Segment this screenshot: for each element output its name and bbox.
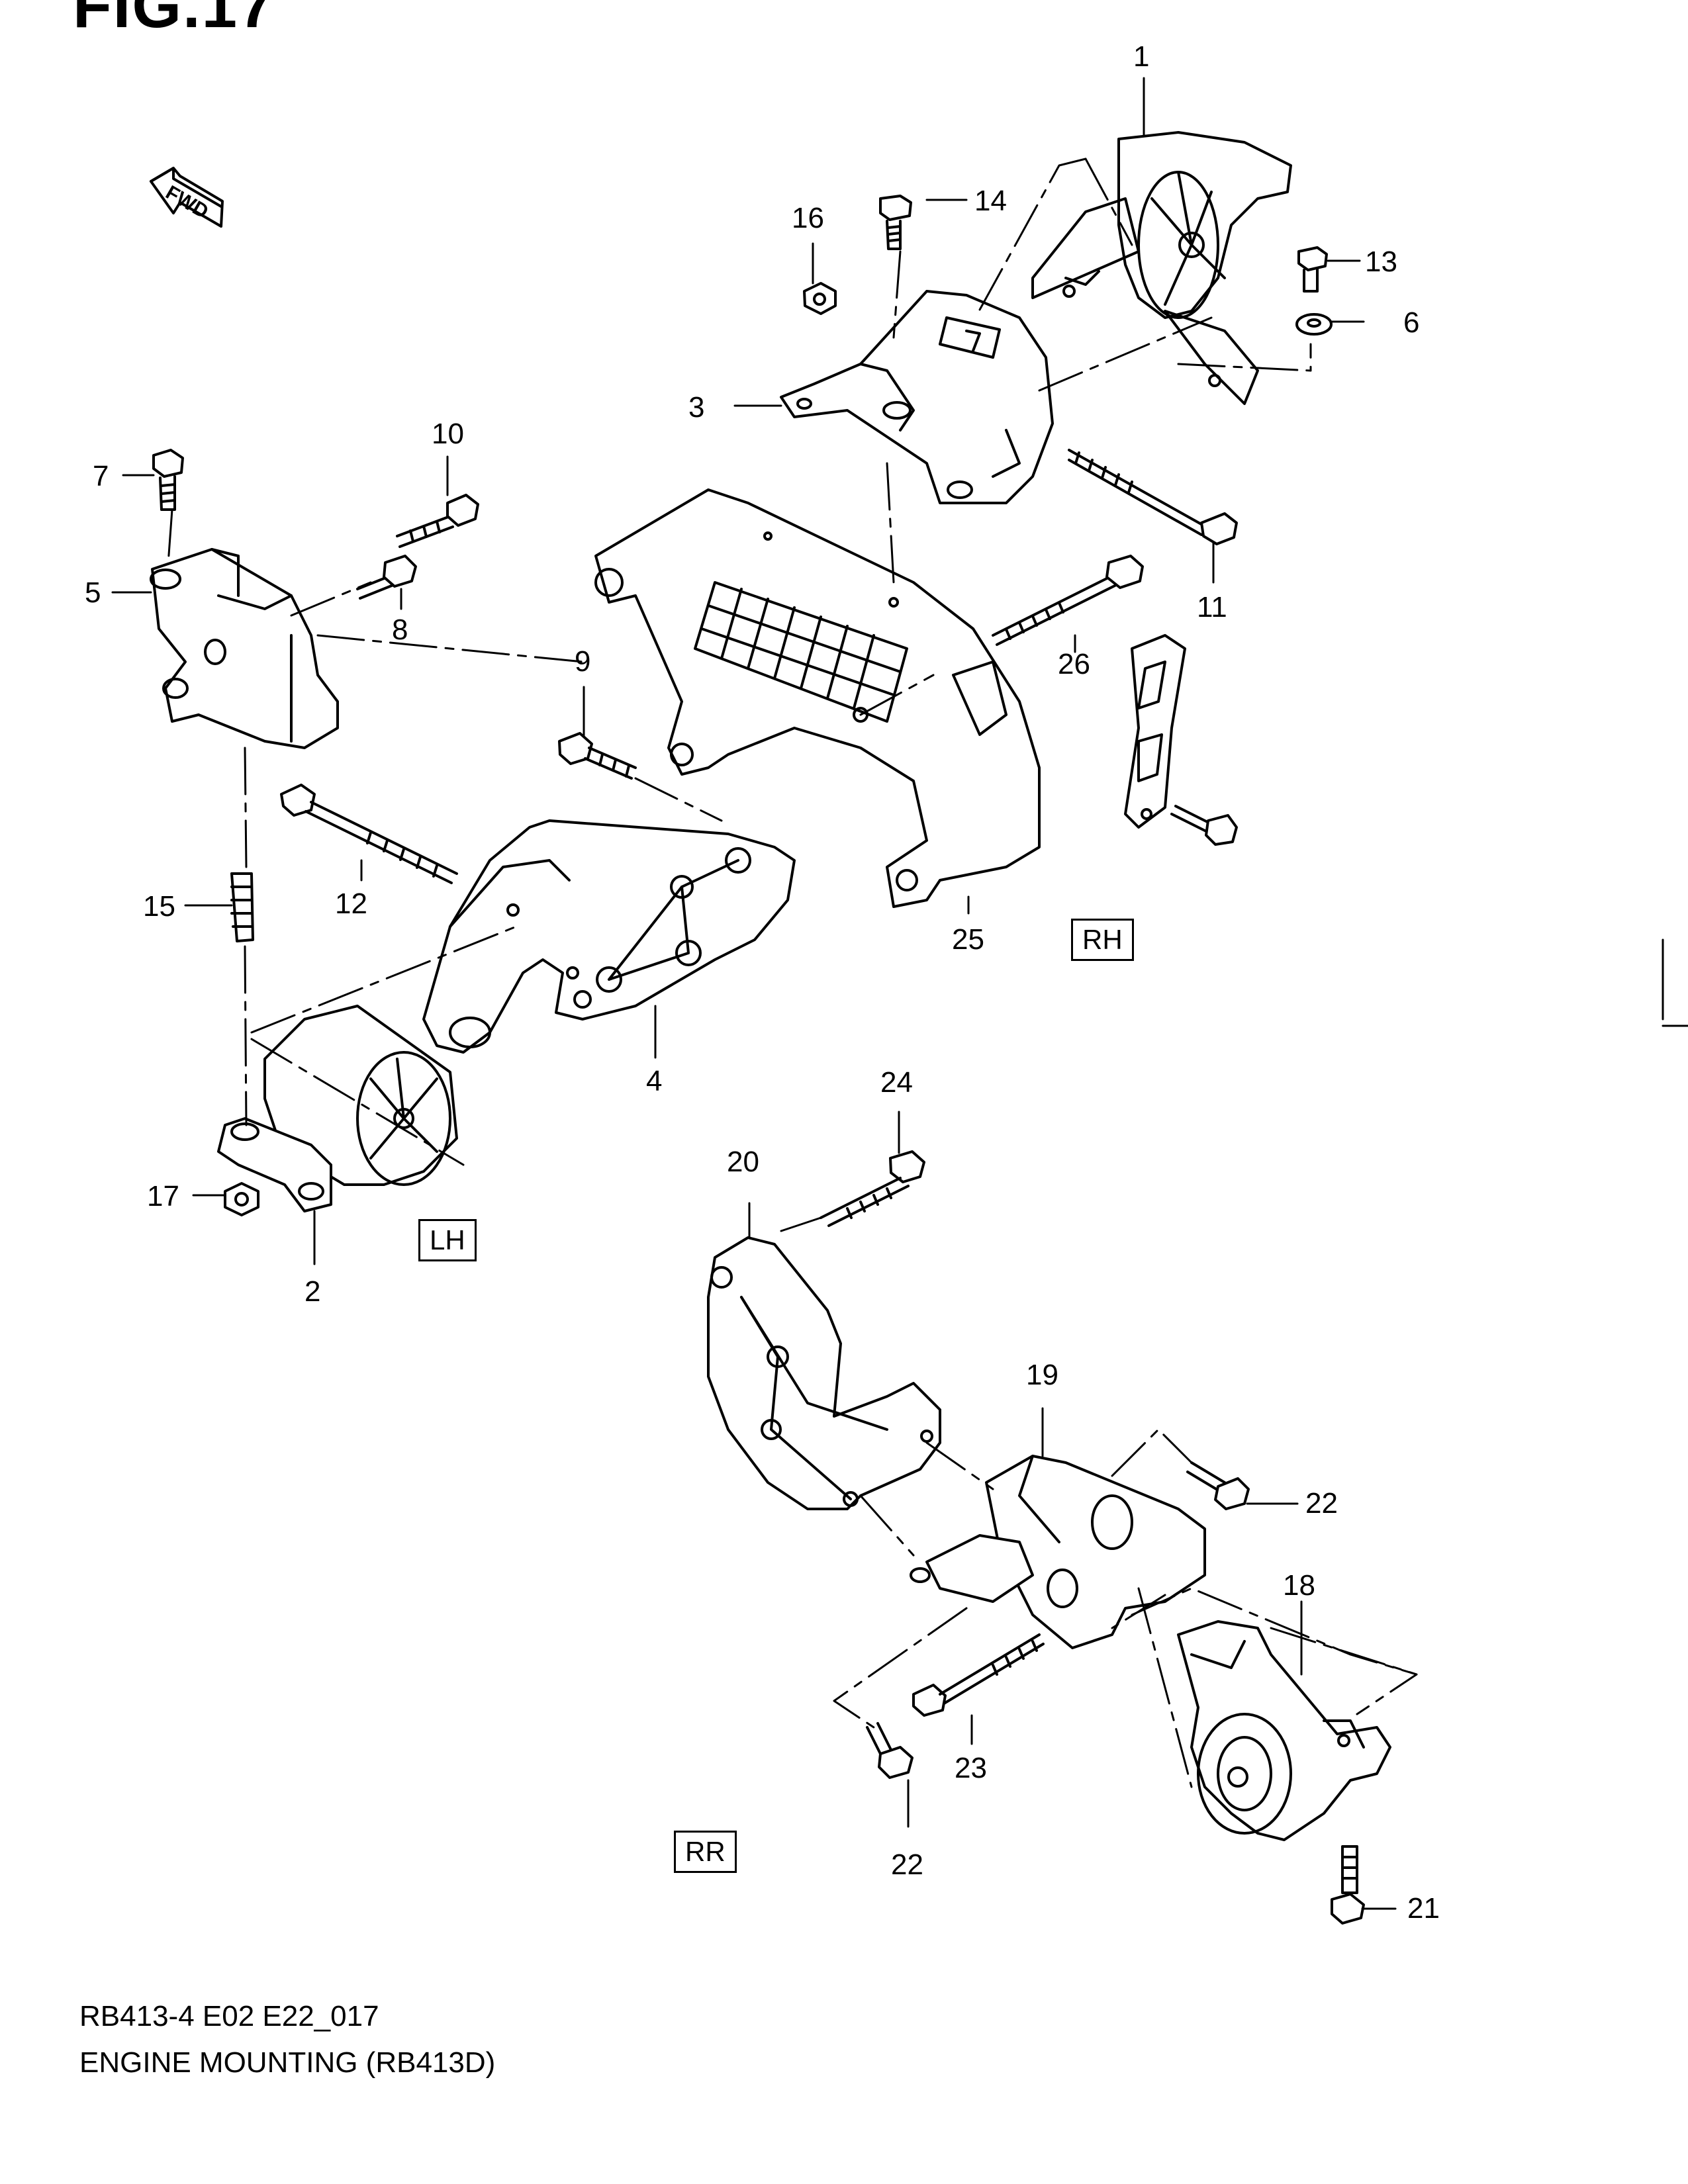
fwd-arrow-icon bbox=[150, 167, 224, 228]
bracket-part-4 bbox=[422, 819, 796, 1054]
figure-title: FIG.17 bbox=[73, 0, 275, 41]
rr-bracket-part-20 bbox=[707, 1236, 941, 1510]
washer-part-6 bbox=[1295, 313, 1333, 336]
bracket-part-3 bbox=[780, 290, 1054, 504]
nut-part-17 bbox=[224, 1182, 259, 1216]
bracket-part-19 bbox=[910, 1455, 1206, 1649]
callout-26: 26 bbox=[1058, 648, 1090, 680]
section-label-rr: RR bbox=[674, 1831, 737, 1873]
bolt-part-24 bbox=[820, 1150, 925, 1227]
callout-12: 12 bbox=[335, 887, 367, 920]
bolt-part-8 bbox=[356, 555, 417, 600]
callout-4: 4 bbox=[646, 1065, 663, 1097]
bolt-part-9 bbox=[558, 732, 637, 780]
rh-mount-part-1 bbox=[1031, 131, 1292, 405]
drawing-code: RB413-4 E02 E22_017 bbox=[79, 2000, 379, 2032]
callout-1: 1 bbox=[1133, 40, 1150, 73]
callout-18: 18 bbox=[1283, 1569, 1315, 1602]
callout-11: 11 bbox=[1197, 591, 1227, 623]
rr-mount-part-18 bbox=[1177, 1620, 1391, 1841]
diagram-caption: ENGINE MOUNTING (RB413D) bbox=[79, 2046, 496, 2079]
bolt-part-14 bbox=[879, 195, 912, 250]
callout-19: 19 bbox=[1026, 1359, 1058, 1391]
callout-9: 9 bbox=[575, 645, 591, 678]
bolt-part-26 bbox=[992, 555, 1144, 646]
bolt-part-13 bbox=[1297, 246, 1328, 293]
bolt-part-22-lower bbox=[866, 1722, 914, 1779]
callout-2: 2 bbox=[305, 1275, 321, 1308]
callout-20: 20 bbox=[727, 1146, 759, 1178]
section-label-lh: LH bbox=[418, 1219, 477, 1261]
callout-10: 10 bbox=[432, 418, 464, 450]
bolt-part-7 bbox=[152, 449, 184, 511]
bolt-part-12 bbox=[280, 784, 458, 884]
alignment-lines bbox=[167, 158, 1418, 1788]
page-edge-mark bbox=[1662, 938, 1688, 1027]
callout-21: 21 bbox=[1407, 1892, 1440, 1925]
callout-14: 14 bbox=[974, 185, 1007, 217]
callout-22-lower: 22 bbox=[891, 1848, 923, 1881]
callout-23: 23 bbox=[955, 1752, 987, 1784]
leader-lines bbox=[111, 77, 1397, 1910]
callout-24: 24 bbox=[880, 1066, 913, 1099]
bolt-part-21 bbox=[1331, 1845, 1365, 1925]
callout-13: 13 bbox=[1365, 246, 1397, 278]
callout-25: 25 bbox=[952, 923, 984, 956]
lh-bracket-part-5 bbox=[150, 548, 339, 749]
callout-22-upper: 22 bbox=[1305, 1487, 1338, 1520]
callout-3: 3 bbox=[688, 391, 705, 424]
callout-15: 15 bbox=[143, 890, 175, 923]
section-label-rh: RH bbox=[1071, 919, 1134, 961]
bolt-part-11 bbox=[1068, 449, 1238, 545]
nut-part-16 bbox=[803, 282, 837, 315]
callout-8: 8 bbox=[392, 614, 408, 646]
callout-7: 7 bbox=[93, 460, 109, 492]
bracket-part-25 bbox=[594, 488, 1041, 908]
callout-17: 17 bbox=[147, 1180, 179, 1212]
bolt-part-23 bbox=[912, 1633, 1045, 1717]
callout-16: 16 bbox=[792, 202, 824, 234]
bolt-part-10 bbox=[396, 494, 479, 548]
callout-6: 6 bbox=[1403, 306, 1420, 339]
bolt-part-22-upper bbox=[1186, 1461, 1250, 1510]
stud-part-15 bbox=[230, 872, 254, 942]
rh-strap-bracket bbox=[1124, 634, 1238, 846]
lh-mount-part-2 bbox=[217, 1005, 458, 1212]
callout-5: 5 bbox=[85, 576, 101, 609]
